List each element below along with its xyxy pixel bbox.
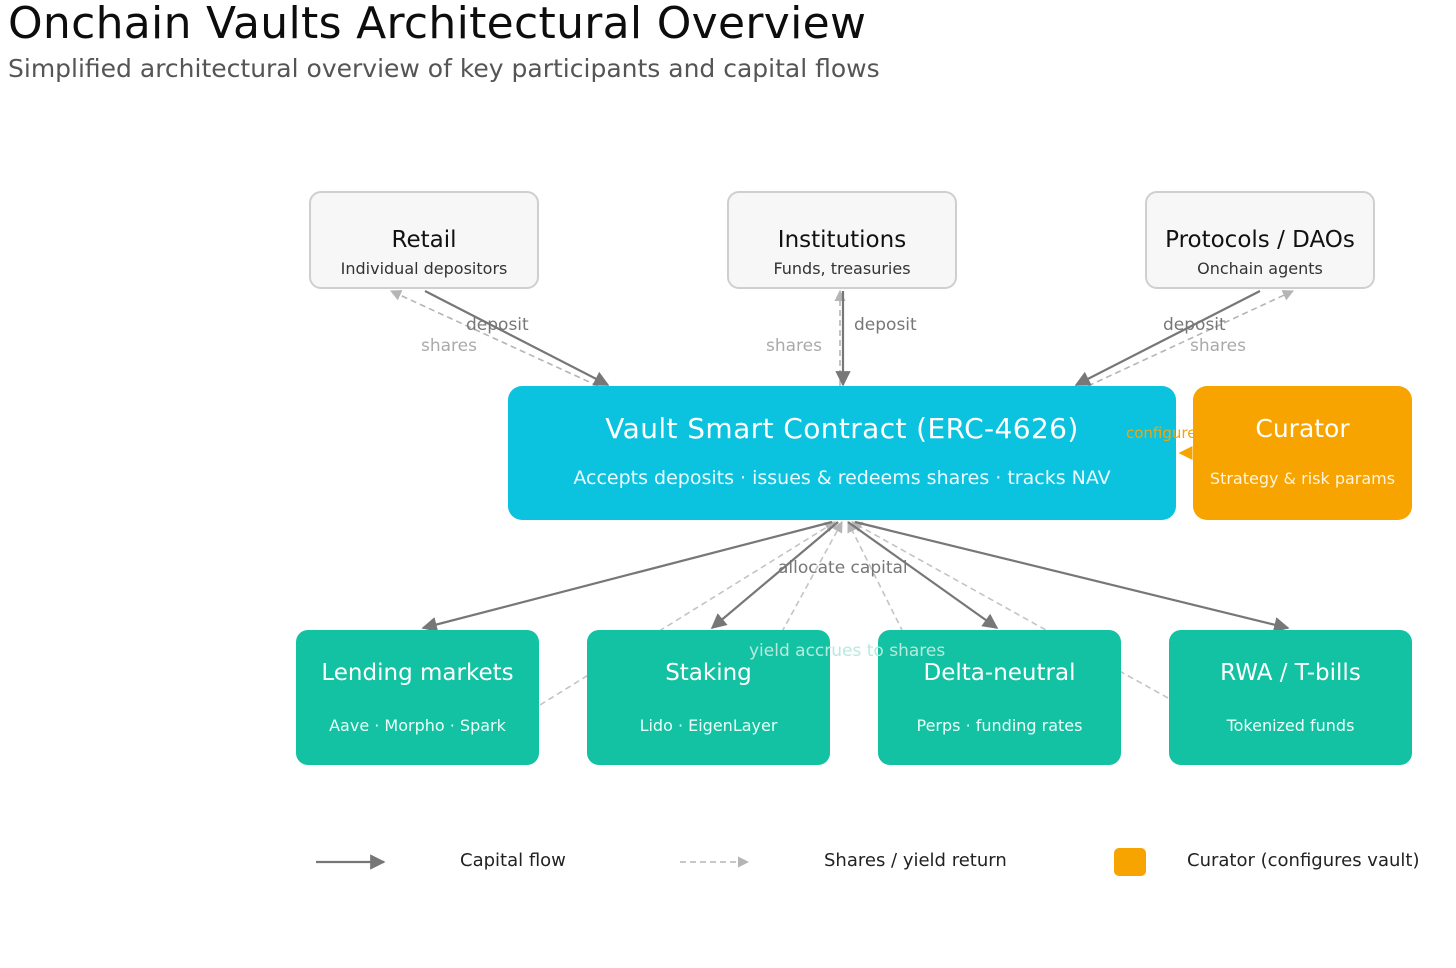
shares-label-institutions: shares bbox=[766, 336, 822, 356]
strategy-title: Lending markets bbox=[321, 660, 514, 686]
strategy-delta-neutral: Delta-neutral Perps · funding rates bbox=[878, 630, 1121, 765]
curator-box: Curator Strategy & risk params bbox=[1193, 386, 1412, 520]
strategy-title: RWA / T-bills bbox=[1220, 660, 1361, 686]
participant-title: Retail bbox=[391, 227, 457, 253]
strategy-rwa-tbills: RWA / T-bills Tokenized funds bbox=[1169, 630, 1412, 765]
legend-capital-flow: Capital flow bbox=[460, 850, 566, 871]
deposit-label-institutions: deposit bbox=[854, 315, 917, 335]
strategy-title: Delta-neutral bbox=[923, 660, 1076, 686]
allocate-arrow-lending bbox=[421, 520, 833, 632]
deposit-label-retail: deposit bbox=[466, 315, 529, 335]
strategy-lending-markets: Lending markets Aave · Morpho · Spark bbox=[296, 630, 539, 765]
participant-subtitle: Funds, treasuries bbox=[773, 259, 911, 278]
deposit-label-protocols: deposit bbox=[1163, 315, 1226, 335]
strategy-subtitle: Lido · EigenLayer bbox=[639, 716, 778, 735]
allocate-arrow-rwa bbox=[854, 520, 1290, 633]
vault-title: Vault Smart Contract (ERC-4626) bbox=[605, 412, 1079, 445]
deposit-arrow-retail bbox=[424, 290, 610, 386]
legend-curator: Curator (configures vault) bbox=[1187, 850, 1420, 871]
participant-title: Institutions bbox=[777, 227, 907, 253]
legend-curator-swatch bbox=[1114, 848, 1146, 876]
shares-arrow-retail bbox=[389, 290, 599, 387]
strategy-title: Staking bbox=[665, 660, 752, 686]
strategy-subtitle: Perps · funding rates bbox=[916, 716, 1083, 735]
participant-protocols: Protocols / DAOs Onchain agents bbox=[1145, 191, 1375, 289]
shares-label-retail: shares bbox=[421, 336, 477, 356]
diagram-subtitle: Simplified architectural overview of key… bbox=[8, 54, 880, 83]
participant-subtitle: Individual depositors bbox=[340, 259, 508, 278]
strategy-staking: Staking Lido · EigenLayer bbox=[587, 630, 830, 765]
vault-smart-contract: Vault Smart Contract (ERC-4626) Accepts … bbox=[508, 386, 1176, 520]
curator-subtitle: Strategy & risk params bbox=[1209, 469, 1396, 488]
diagram-title: Onchain Vaults Architectural Overview bbox=[8, 0, 867, 49]
participant-retail: Retail Individual depositors bbox=[309, 191, 539, 289]
allocate-arrow-delta bbox=[847, 521, 999, 629]
deposit-arrow-protocols bbox=[1074, 290, 1261, 386]
participant-title: Protocols / DAOs bbox=[1165, 227, 1355, 253]
yield-arrow-lending bbox=[539, 521, 836, 706]
shares-label-protocols: shares bbox=[1190, 336, 1246, 356]
participant-subtitle: Onchain agents bbox=[1197, 259, 1323, 278]
yield-arrow-delta bbox=[847, 520, 913, 651]
yield-arrow-staking bbox=[771, 521, 843, 651]
vault-subtitle: Accepts deposits · issues & redeems shar… bbox=[573, 467, 1111, 489]
legend-shares-return: Shares / yield return bbox=[824, 850, 1007, 871]
strategy-subtitle: Tokenized funds bbox=[1226, 716, 1355, 735]
shares-arrow-protocols bbox=[1087, 290, 1295, 387]
curator-title: Curator bbox=[1255, 414, 1350, 443]
yield-label: yield accrues to shares bbox=[749, 641, 946, 661]
strategy-subtitle: Aave · Morpho · Spark bbox=[329, 716, 506, 735]
allocate-label: allocate capital bbox=[778, 558, 908, 578]
participant-institutions: Institutions Funds, treasuries bbox=[727, 191, 957, 289]
configure-label: configure bbox=[1126, 424, 1197, 442]
allocate-arrow-staking bbox=[710, 521, 839, 629]
